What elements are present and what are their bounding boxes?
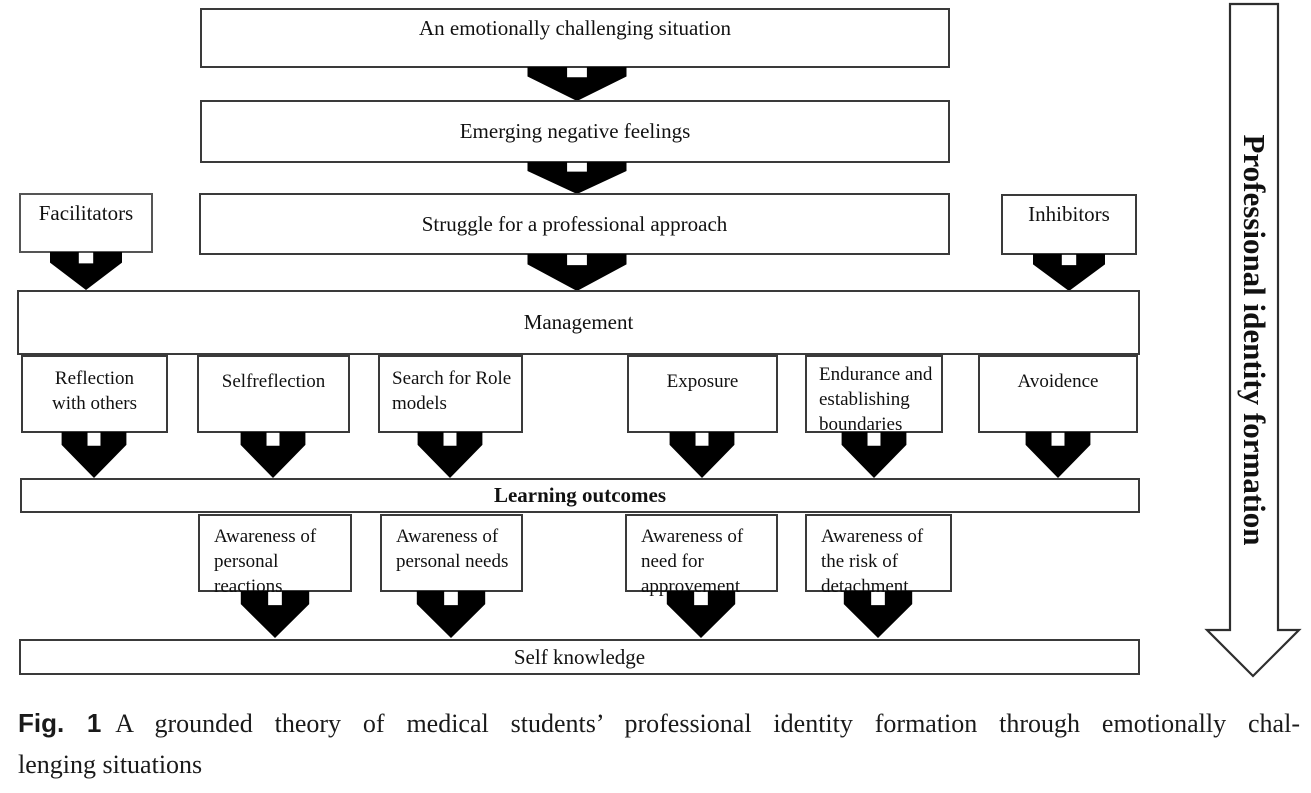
label-line: Awareness of (641, 526, 744, 547)
label-line: personal needs (396, 551, 509, 572)
down-arrow-icon (240, 432, 306, 478)
figure-caption: Fig. 1 A grounded theory of medical stude… (18, 703, 1300, 785)
down-arrow-icon (1033, 254, 1105, 291)
box-struggle-professional-approach: Struggle for a professional approach (199, 193, 950, 255)
box-facilitators: Facilitators (19, 193, 153, 253)
caption-line-1: Fig. 1 A grounded theory of medical stude… (18, 703, 1300, 744)
box-avoidence: Avoidence (978, 355, 1138, 433)
label-line: need for (641, 551, 704, 572)
side-arrow-label: Professional identity formation (1237, 134, 1272, 546)
down-arrow-icon (843, 591, 913, 638)
box-reflection-with-others: Reflection with others (21, 355, 168, 433)
figure-number: Fig. 1 (18, 708, 102, 738)
caption-text: A grounded theory of medical students’ p… (115, 709, 1300, 738)
down-arrow-icon (416, 591, 486, 638)
professional-identity-formation-arrow (1205, 4, 1301, 678)
box-search-for-role-models: Search for Role models (378, 355, 523, 433)
down-arrow-icon (527, 254, 627, 291)
down-arrow-icon (240, 591, 310, 638)
label-line: models (392, 393, 447, 414)
box-selfreflection: Selfreflection (197, 355, 350, 433)
down-arrow-icon (841, 432, 907, 478)
box-emerging-negative-feelings: Emerging negative feelings (200, 100, 950, 163)
label-line: Awareness of (214, 526, 317, 547)
label-line: Search for Role (392, 368, 512, 389)
label-line: establishing (819, 389, 910, 410)
caption-line-2: lenging situations (18, 750, 203, 779)
box-inhibitors: Inhibitors (1001, 194, 1137, 255)
label-line: Endurance and (819, 364, 933, 385)
box-awareness-need-approvement: Awareness of need for approvement (625, 514, 778, 597)
down-arrow-icon (669, 432, 735, 478)
down-arrow-icon (61, 432, 127, 478)
down-arrow-icon (50, 252, 122, 290)
down-arrow-icon (666, 591, 736, 638)
label-line: Reflection (54, 368, 135, 389)
down-arrow-icon (417, 432, 483, 478)
box-exposure: Exposure (627, 355, 778, 433)
label-line: with others (52, 393, 137, 414)
box-awareness-personal-needs: Awareness of personal needs (380, 514, 523, 592)
label-line: boundaries (819, 414, 903, 435)
box-emotionally-challenging-situation: An emotionally challenging situation (200, 8, 950, 68)
down-arrow-icon (527, 162, 627, 194)
box-awareness-risk-detachment: Awareness of the risk of detachment (805, 514, 952, 597)
box-management: Management (17, 290, 1140, 355)
label-line: personal (214, 551, 279, 572)
label-line: Awareness of (396, 526, 499, 547)
label-line: Avoidence (1017, 371, 1099, 392)
box-awareness-personal-reactions: Awareness of personal reactions (198, 514, 352, 597)
down-arrow-icon (527, 67, 627, 101)
label-line: Exposure (666, 371, 739, 392)
bar-self-knowledge: Self knowledge (19, 639, 1140, 675)
label-line: Awareness of (821, 526, 924, 547)
box-endurance-boundaries: Endurance and establishing boundaries (805, 355, 943, 435)
down-arrow-icon (1025, 432, 1091, 478)
label-line: Selfreflection (221, 371, 326, 392)
bar-learning-outcomes: Learning outcomes (20, 478, 1140, 513)
label-line: the risk of (821, 551, 899, 572)
